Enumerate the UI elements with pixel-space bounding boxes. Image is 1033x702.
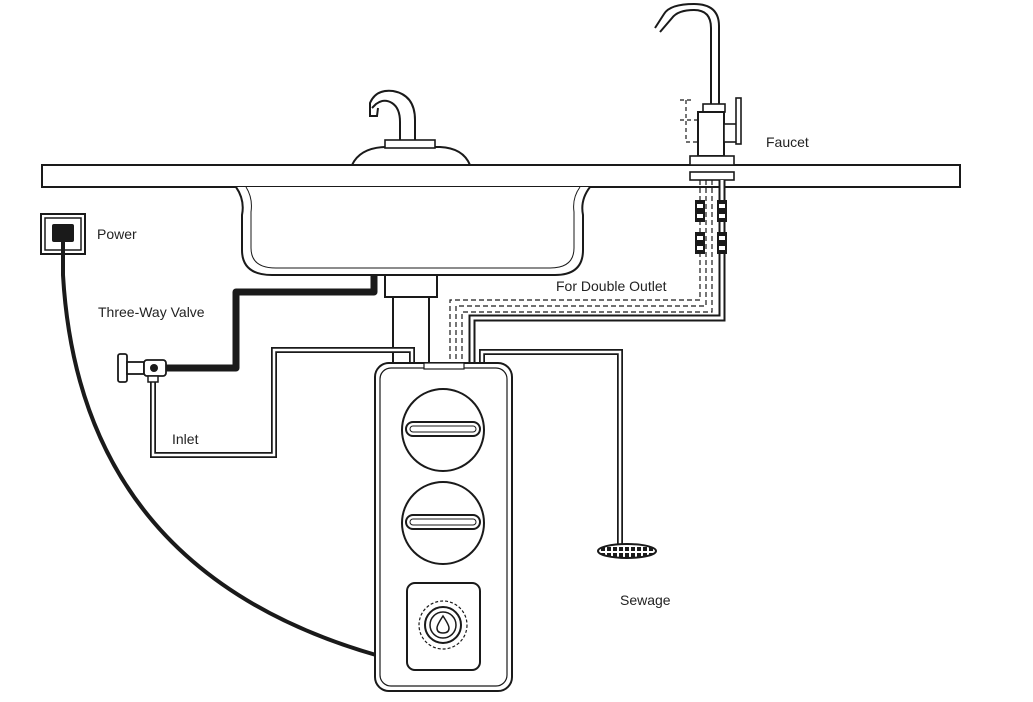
sewage-pipe <box>479 349 623 546</box>
faucet-label: Faucet <box>766 134 809 150</box>
filter-cartridge-1 <box>401 388 485 472</box>
power-cord <box>61 242 377 657</box>
sink-faucet <box>350 89 472 166</box>
inlet-label: Inlet <box>172 431 199 447</box>
power-label: Power <box>97 226 137 242</box>
three-way-valve-label: Three-Way Valve <box>98 304 205 320</box>
cold-water-supply-pipe <box>164 275 378 372</box>
sink-basin <box>235 186 591 276</box>
inlet-pipe <box>150 347 415 458</box>
power-socket <box>40 213 86 255</box>
water-drop-icon <box>436 614 450 634</box>
double-outlet-label: For Double Outlet <box>556 278 667 294</box>
three-way-valve <box>117 353 167 383</box>
countertop <box>41 164 961 188</box>
filter-cartridge-2 <box>401 481 485 565</box>
sewage-label: Sewage <box>620 592 671 608</box>
quick-connectors <box>695 200 727 254</box>
drinking-faucet <box>654 2 742 181</box>
floor-drain <box>597 543 657 559</box>
